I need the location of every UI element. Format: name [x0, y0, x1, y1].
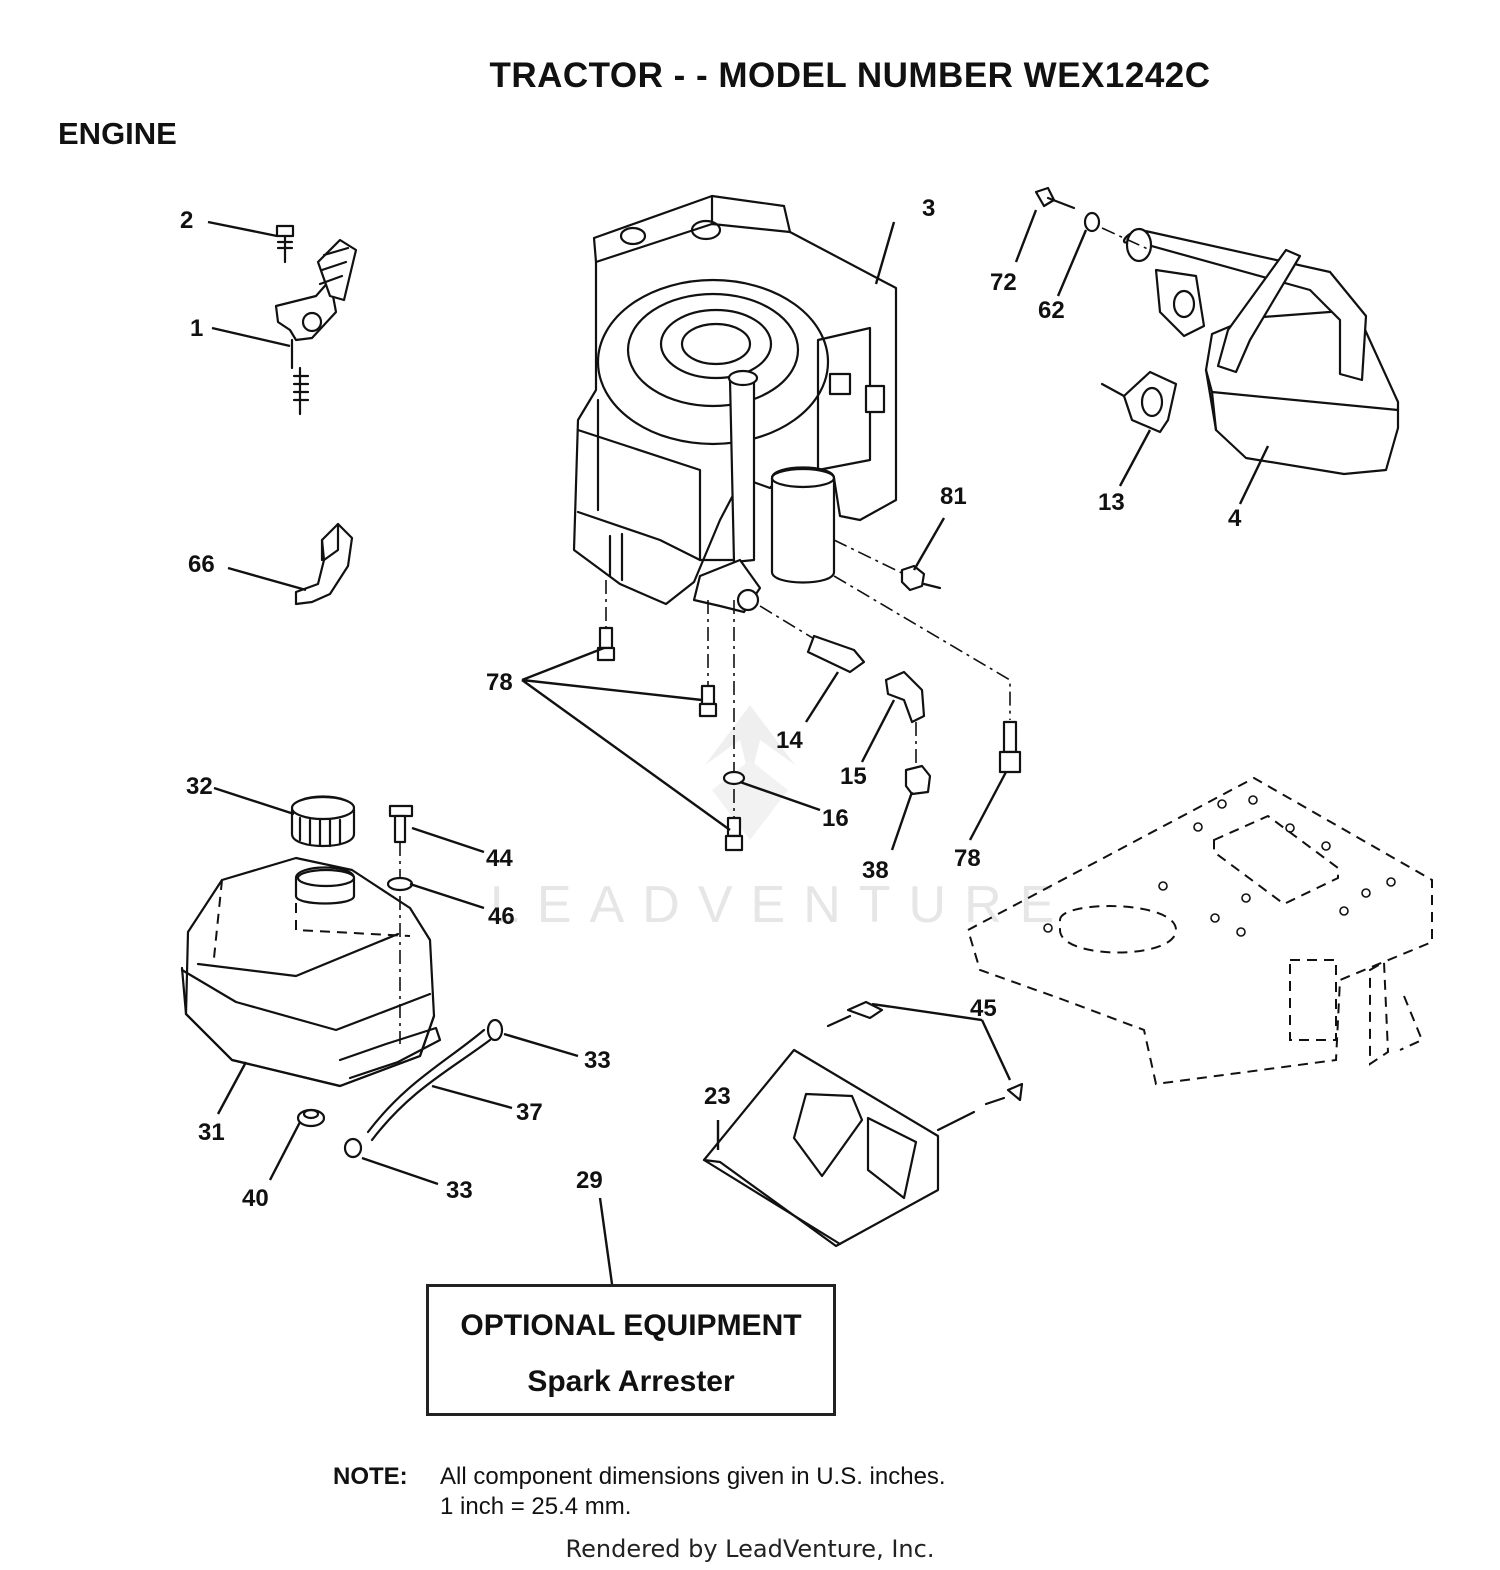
callout-78-cluster: 78 [486, 669, 513, 696]
callout-37: 37 [516, 1099, 543, 1126]
footer-credit: Rendered by LeadVenture, Inc. [565, 1535, 935, 1563]
section-heading: ENGINE [58, 116, 177, 151]
tractor-frame [966, 776, 1433, 1086]
callout-33-bottom: 33 [446, 1177, 473, 1204]
nut-81 [833, 539, 942, 592]
diagram-title: TRACTOR - - MODEL NUMBER WEX1242C [489, 56, 1211, 95]
callout-29: 29 [576, 1167, 603, 1194]
callout-3: 3 [922, 195, 935, 222]
callout-38: 38 [862, 857, 889, 884]
callout-33-top: 33 [584, 1047, 611, 1074]
callout-2: 2 [180, 207, 193, 234]
note-line-2: 1 inch = 25.4 mm. [440, 1493, 632, 1520]
engine-mount-hardware [596, 575, 1022, 852]
callout-81: 81 [940, 483, 967, 510]
callout-15: 15 [840, 763, 867, 790]
watermark-logo [705, 705, 795, 840]
callout-4: 4 [1228, 505, 1242, 532]
optional-equipment-title: OPTIONAL EQUIPMENT [460, 1309, 802, 1342]
callout-1: 1 [190, 315, 203, 342]
callout-62: 62 [1038, 297, 1065, 324]
engine-bracket-66 [294, 522, 354, 606]
callout-46: 46 [488, 903, 515, 930]
note-label: NOTE: [333, 1463, 408, 1490]
callout-72: 72 [990, 269, 1017, 296]
callout-40: 40 [242, 1185, 269, 1212]
callout-78-right: 78 [954, 845, 981, 872]
fuel-tank-31 [180, 856, 442, 1088]
callout-16: 16 [822, 805, 849, 832]
callout-44: 44 [486, 845, 513, 872]
engine-3 [572, 194, 898, 614]
fuel-cap-32 [290, 795, 356, 848]
grommet-40 [296, 1108, 326, 1128]
callout-66: 66 [188, 551, 215, 578]
callout-13: 13 [1098, 489, 1125, 516]
muffler-4 [1122, 227, 1400, 476]
note-line-1: All component dimensions given in U.S. i… [440, 1463, 946, 1490]
callout-labels: 2 1 3 72 62 13 4 81 66 78 14 15 16 38 78… [180, 195, 1242, 1212]
optional-equipment-box: OPTIONAL EQUIPMENT Spark Arrester [426, 1284, 836, 1416]
callout-31: 31 [198, 1119, 225, 1146]
callout-45: 45 [970, 995, 997, 1022]
callout-32: 32 [186, 773, 213, 800]
throttle-control [274, 224, 358, 416]
bolt-72-washer-62 [1034, 186, 1151, 251]
watermark-text: LEADVENTURE [490, 876, 1072, 934]
exhaust-gasket-13 [1100, 370, 1178, 434]
spark-arrester-23 [702, 1000, 1024, 1248]
callout-14: 14 [776, 727, 803, 754]
leader-lines [207, 209, 1270, 1285]
fuel-line-37 [343, 1018, 504, 1159]
optional-equipment-item: Spark Arrester [527, 1365, 735, 1398]
callout-23: 23 [704, 1083, 731, 1110]
